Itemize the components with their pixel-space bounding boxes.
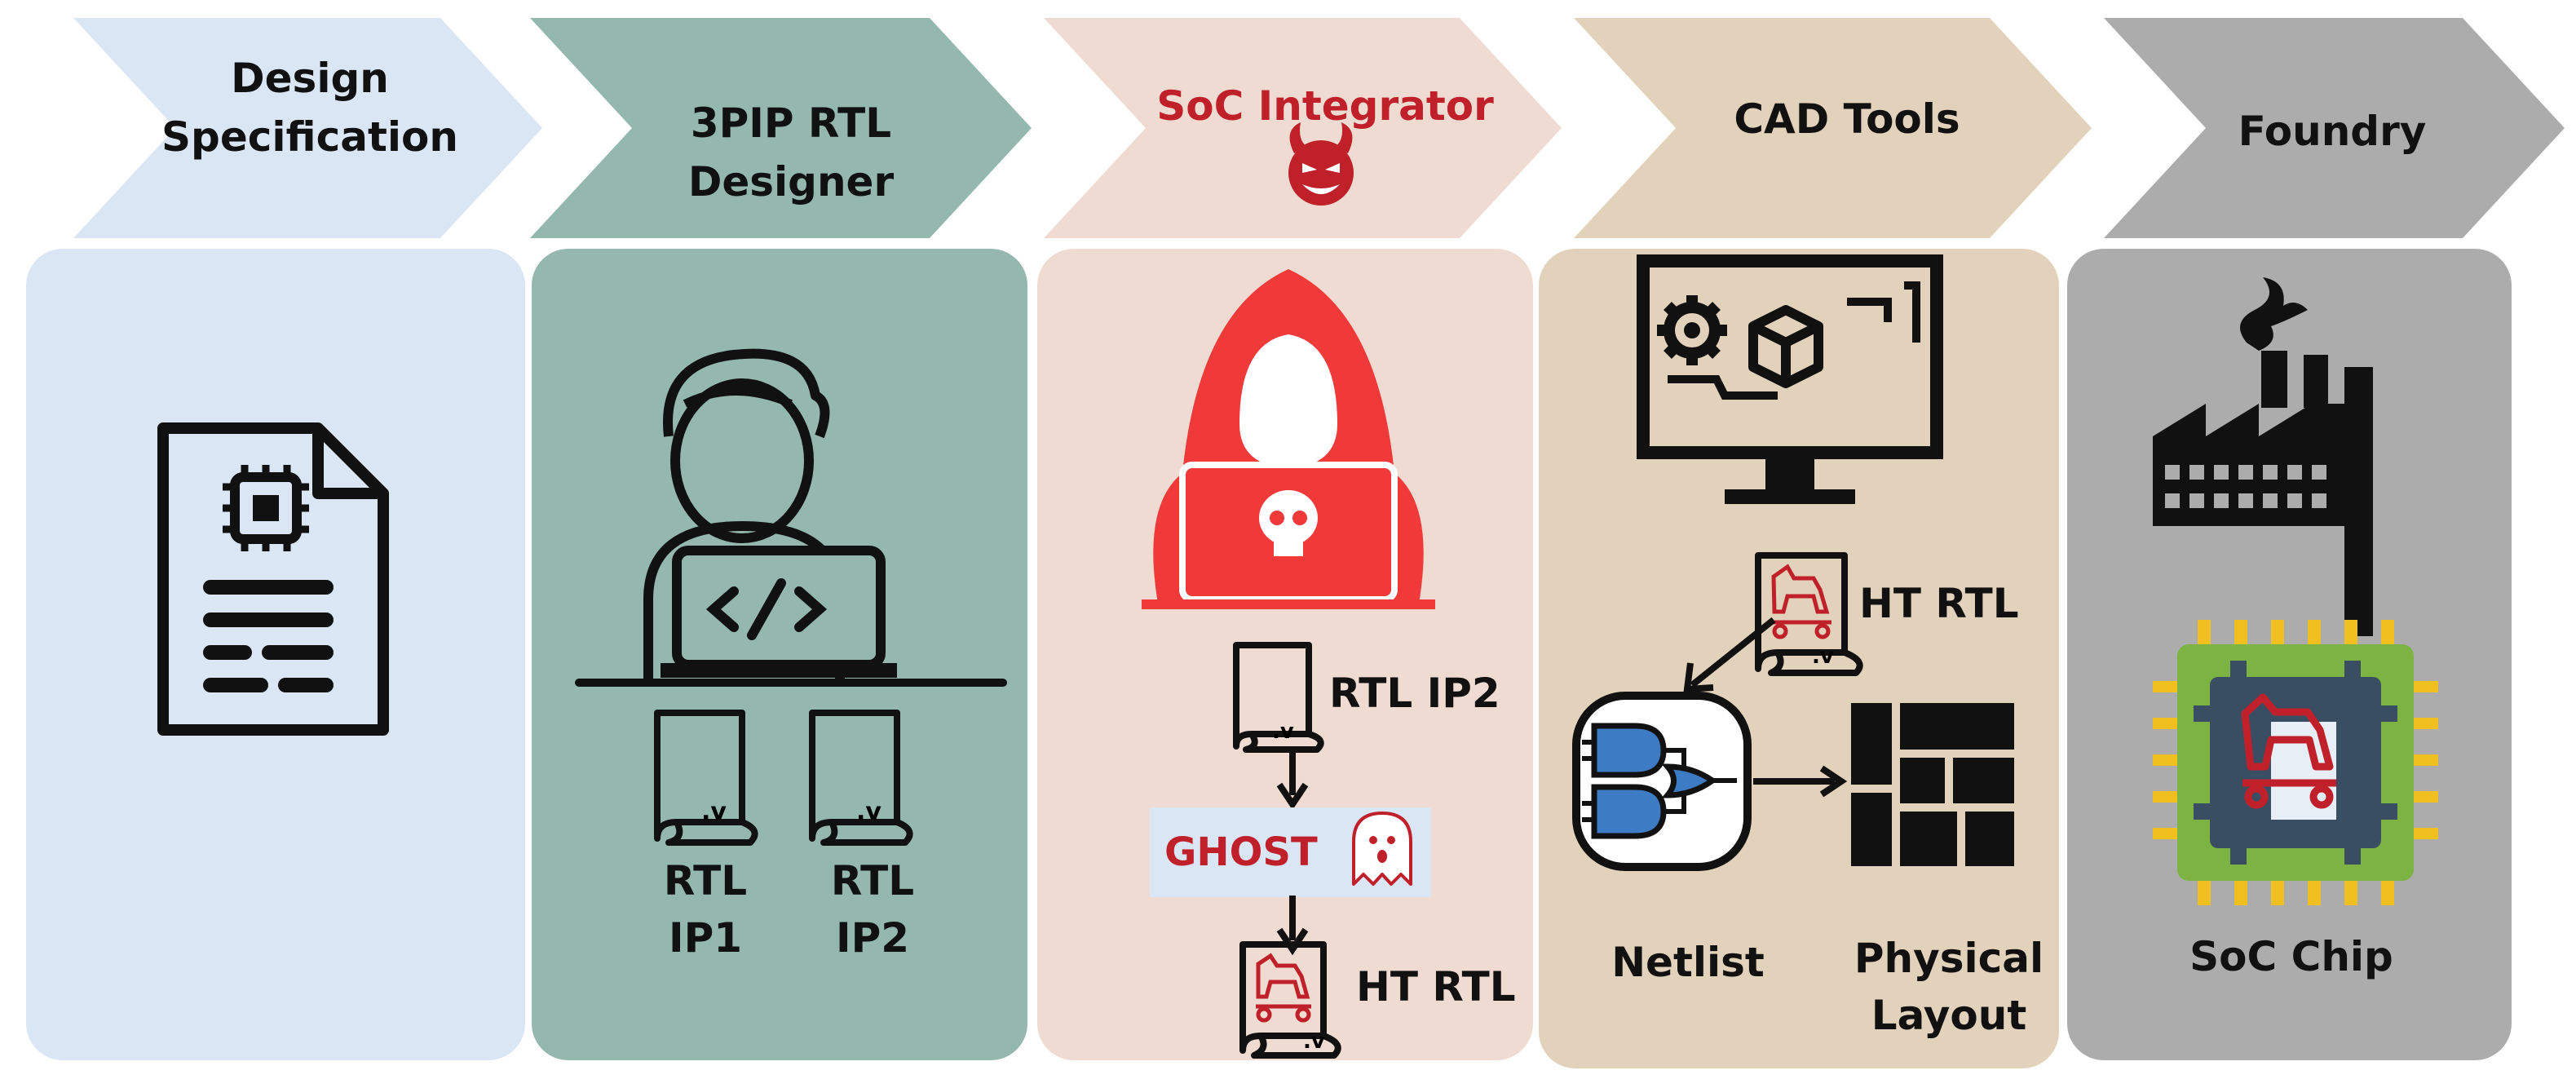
label-physical-layout: Physical Layout <box>1854 935 2044 1039</box>
chevron-soc-integrator <box>1044 18 1562 238</box>
file-scroll-icon <box>654 710 758 846</box>
file-ext-ip1: .v <box>701 798 727 826</box>
stage-title-foundry: Foundry <box>2238 108 2427 155</box>
file-scroll-icon <box>1233 642 1324 753</box>
physical-layout-icon <box>1851 703 2014 866</box>
arrow-right <box>1753 765 1848 798</box>
netlist-gates-icon <box>1572 692 1752 871</box>
arrow-down <box>1276 750 1309 811</box>
soc-chip-icon <box>2153 620 2438 905</box>
ghost-label: GHOST <box>1164 829 1318 875</box>
stage-title-3pip: 3PIP RTL Designer <box>687 100 895 206</box>
devil-icon <box>1288 122 1354 206</box>
stage-title-design-spec: Design Specification <box>161 55 458 161</box>
label-int-rtl-ip2: RTL IP2 <box>1329 670 1500 717</box>
panel-cad-tools <box>1539 249 2059 1068</box>
trojan-file-icon <box>1755 552 1863 676</box>
arrow-down <box>1276 896 1309 956</box>
trojan-file-icon <box>1239 941 1341 1059</box>
hacker-icon <box>1142 269 1435 609</box>
chevron-design-spec <box>73 18 542 238</box>
file-ext-ip2: .v <box>856 798 881 826</box>
arrow-diagonal <box>1683 617 1776 693</box>
file-scroll-icon <box>809 710 913 846</box>
label-cad-ht-rtl: HT RTL <box>1859 580 2019 627</box>
monitor-cad-icon <box>1637 254 1943 504</box>
chevron-3pip <box>530 18 1032 238</box>
chevron-cad-tools <box>1574 18 2092 238</box>
stage-title-soc-integrator: SoC Integrator <box>1156 82 1494 130</box>
file-ext-cad-ht: .v <box>1812 644 1834 669</box>
chevron-header-row <box>73 18 2565 238</box>
label-rtl-ip2: RTL IP2 <box>830 857 915 962</box>
stage-title-cad-tools: CAD Tools <box>1734 95 1960 143</box>
label-soc-chip: SoC Chip <box>2189 933 2393 980</box>
label-rtl-ip1: RTL IP1 <box>663 857 748 962</box>
file-ext-int-ht: .v <box>1303 1029 1325 1054</box>
file-ext-int-ip2: .v <box>1272 719 1294 744</box>
factory-icon <box>2153 277 2373 636</box>
label-int-ht-rtl: HT RTL <box>1356 963 1516 1011</box>
developer-icon <box>575 348 1007 687</box>
chevron-foundry <box>2104 18 2565 238</box>
ghost-icon <box>1352 812 1412 886</box>
label-netlist: Netlist <box>1611 939 1765 986</box>
spec-document-icon <box>157 422 389 736</box>
